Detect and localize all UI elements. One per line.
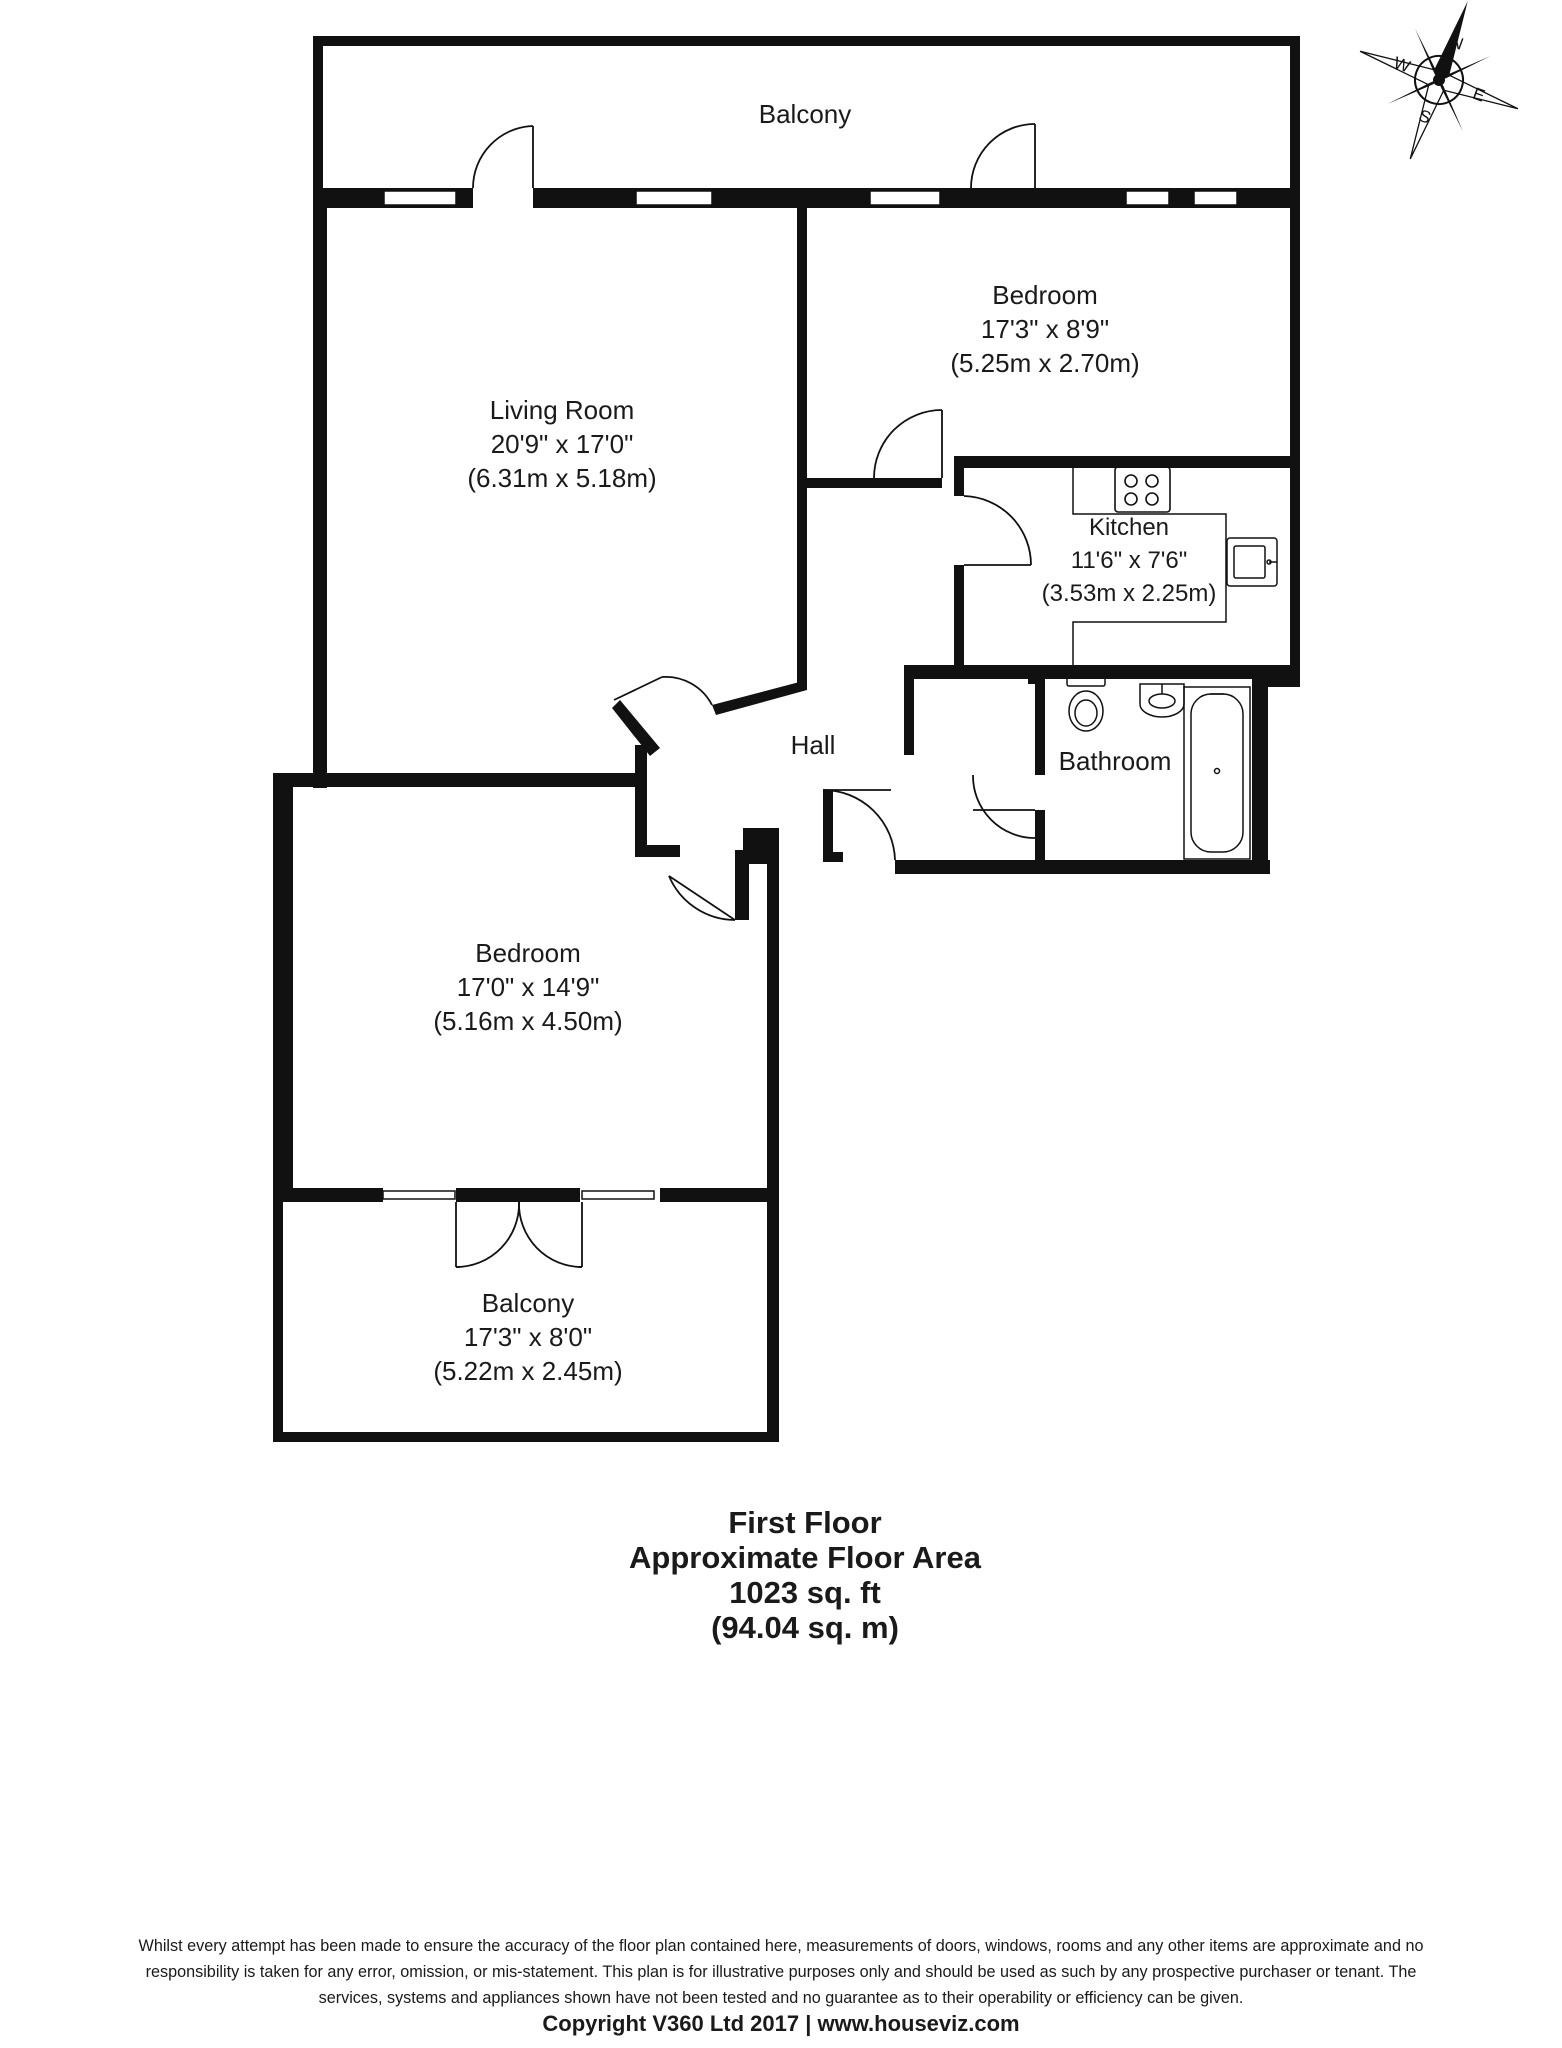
room-name: Living Room (489, 395, 635, 425)
disclaimer-line-2: responsibility is taken for any error, o… (145, 1963, 1417, 1981)
disclaimer-line-1: Whilst every attempt has been made to en… (138, 1937, 1424, 1955)
room-label-balcony-bottom: Balcony 17'3" x 8'0" (5.22m x 2.45m) (378, 1286, 678, 1388)
room-size-metric: (3.53m x 2.25m) (1041, 580, 1217, 607)
compass-rose-icon (1359, 1, 1519, 160)
compass-n: N (1448, 32, 1466, 54)
room-name: Bathroom (1058, 746, 1172, 776)
kitchen-worktop (1072, 468, 1227, 665)
disclaimer-line-3: services, systems and appliances shown h… (318, 1989, 1244, 2007)
compass-w: W (1391, 53, 1413, 76)
room-size-imperial: 17'3" x 8'9" (980, 314, 1110, 344)
floor-area-imperial: 1023 sq. ft (729, 1575, 881, 1610)
room-name: Balcony (758, 99, 852, 129)
room-label-kitchen: Kitchen 11'6" x 7'6" (3.53m x 2.25m) (1009, 511, 1249, 610)
room-name: Kitchen (1088, 514, 1170, 541)
room-label-balcony-top: Balcony (705, 97, 905, 131)
compass-s: S (1416, 106, 1433, 128)
floor-name: First Floor (728, 1505, 882, 1540)
room-label-bedroom-1: Bedroom 17'3" x 8'9" (5.25m x 2.70m) (895, 278, 1195, 380)
room-size-imperial: 20'9" x 17'0" (490, 429, 634, 459)
room-size-metric: (5.25m x 2.70m) (950, 348, 1140, 378)
disclaimer: Whilst every attempt has been made to en… (0, 1933, 1562, 2037)
toilet-icon (1066, 676, 1106, 732)
hob-icon (1114, 466, 1171, 513)
bath-icon (1183, 686, 1251, 860)
copyright-notice: Copyright V360 Ltd 2017 | www.houseviz.c… (542, 2011, 1020, 2036)
room-name: Hall (790, 730, 836, 760)
floor-area-summary: First Floor Approximate Floor Area 1023 … (0, 1505, 1562, 1645)
room-size-metric: (5.16m x 4.50m) (433, 1006, 623, 1036)
room-size-imperial: 11'6" x 7'6" (1070, 547, 1188, 574)
floor-area-label: Approximate Floor Area (629, 1540, 981, 1575)
kitchen-sink-icon (1226, 537, 1278, 587)
room-label-hall: Hall (753, 728, 873, 762)
room-label-living-room: Living Room 20'9" x 17'0" (6.31m x 5.18m… (412, 393, 712, 495)
room-size-imperial: 17'0" x 14'9" (456, 972, 600, 1002)
room-name: Bedroom (475, 938, 581, 968)
basin-icon (1139, 683, 1185, 718)
compass-letters: N E S W (1391, 32, 1487, 128)
room-label-bedroom-2: Bedroom 17'0" x 14'9" (5.16m x 4.50m) (378, 936, 678, 1038)
room-size-metric: (6.31m x 5.18m) (467, 463, 657, 493)
doors (455, 123, 1036, 1268)
room-size-imperial: 17'3" x 8'0" (463, 1322, 593, 1352)
room-label-bathroom: Bathroom (1040, 744, 1190, 778)
floor-area-metric: (94.04 sq. m) (711, 1610, 899, 1645)
room-name: Bedroom (992, 280, 1098, 310)
room-size-metric: (5.22m x 2.45m) (433, 1356, 623, 1386)
windows (382, 190, 1238, 1200)
room-name: Balcony (481, 1288, 575, 1318)
